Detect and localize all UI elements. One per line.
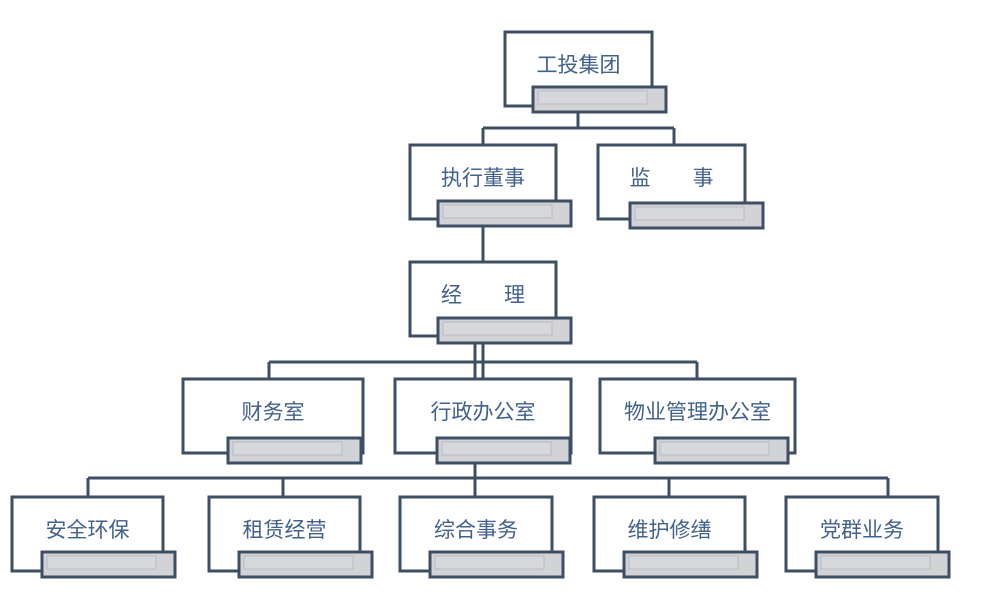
org-node-finance-office[interactable]: 财务室 — [181, 377, 365, 465]
node-label-executive-director: 执行董事 — [441, 166, 525, 190]
org-node-executive-director[interactable]: 执行董事 — [408, 143, 573, 228]
org-node-general-affairs[interactable]: 综合事务 — [398, 495, 565, 579]
node-base-bar-highlight-property-office — [659, 441, 770, 456]
node-base-bar-highlight-group — [537, 90, 648, 105]
node-label-safety-env: 安全环保 — [46, 518, 130, 542]
connector-manager — [267, 343, 699, 379]
node-label-property-office: 物业管理办公室 — [624, 400, 771, 424]
node-label-group: 工投集团 — [537, 53, 621, 77]
node-label-leasing-ops: 租赁经营 — [243, 518, 327, 542]
org-node-leasing-ops[interactable]: 租赁经营 — [207, 495, 374, 579]
org-node-group[interactable]: 工投集团 — [503, 30, 668, 114]
node-base-bar-highlight-safety-env — [46, 555, 157, 570]
node-base-bar-highlight-finance-office — [232, 441, 343, 456]
node-base-bar-highlight-executive-director — [442, 204, 553, 219]
node-base-bar-highlight-leasing-ops — [243, 555, 354, 570]
org-node-property-office[interactable]: 物业管理办公室 — [598, 377, 797, 465]
node-label-party-affairs: 党群业务 — [820, 518, 904, 542]
node-base-bar-highlight-admin-office — [441, 441, 552, 456]
node-label-general-affairs: 综合事务 — [434, 518, 518, 542]
org-node-supervisor[interactable]: 监 事 — [596, 143, 765, 230]
org-node-safety-env[interactable]: 安全环保 — [10, 495, 177, 579]
node-label-finance-office: 财务室 — [242, 400, 305, 424]
node-base-bar-highlight-maintenance — [628, 555, 739, 570]
org-node-manager[interactable]: 经 理 — [408, 260, 573, 345]
node-base-bar-highlight-manager — [442, 321, 553, 336]
org-node-party-affairs[interactable]: 党群业务 — [784, 495, 951, 579]
node-base-bar-highlight-party-affairs — [820, 555, 931, 570]
node-label-manager: 经 理 — [441, 283, 525, 307]
node-label-supervisor: 监 事 — [630, 166, 714, 190]
node-base-bar-highlight-supervisor — [634, 206, 745, 221]
connector-group — [481, 112, 676, 145]
node-base-bar-highlight-general-affairs — [434, 555, 545, 570]
node-label-maintenance: 维护修缮 — [628, 518, 712, 542]
org-node-maintenance[interactable]: 维护修缮 — [592, 495, 759, 579]
node-label-admin-office: 行政办公室 — [431, 400, 536, 424]
org-node-admin-office[interactable]: 行政办公室 — [393, 377, 573, 465]
